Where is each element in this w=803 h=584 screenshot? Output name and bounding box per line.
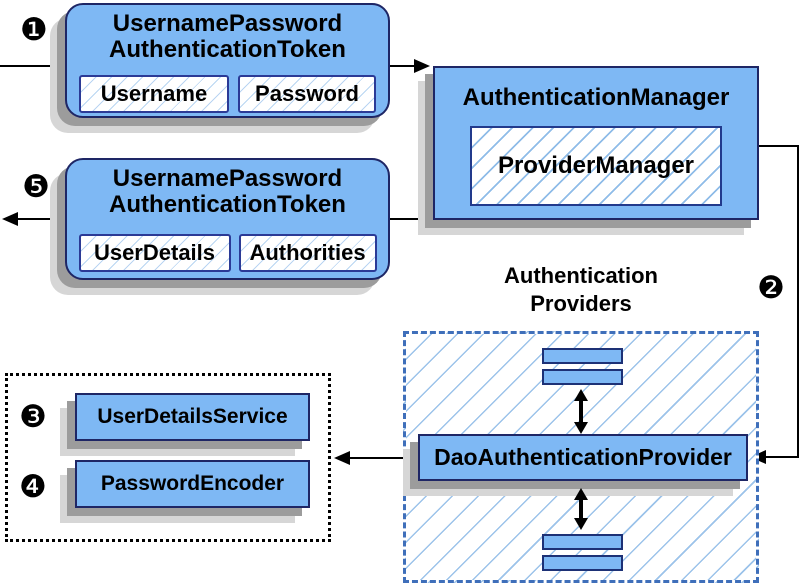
step-3-badge: ❸ <box>19 399 47 435</box>
providers-heading-line1: Authentication <box>504 263 658 288</box>
provider-placeholder-bar <box>542 534 623 550</box>
password-field-box: Password <box>238 75 376 113</box>
authentication-manager-box: AuthenticationManager ProviderManager <box>433 66 759 220</box>
double-arrow-top-down <box>574 422 588 434</box>
user-details-service-box: UserDetailsService <box>75 393 310 441</box>
services-container <box>5 373 331 542</box>
flow-line-request-out <box>388 65 416 67</box>
provider-placeholder-bar <box>542 348 623 364</box>
step-4-badge: ❹ <box>19 469 47 505</box>
authorities-field-box: Authorities <box>238 234 377 272</box>
response-token-title-line1: UsernamePassword <box>112 165 343 192</box>
password-encoder-box: PasswordEncoder <box>75 460 310 508</box>
arrowhead-into-authentication-manager <box>414 59 430 73</box>
response-token-title: UsernamePassword AuthenticationToken <box>67 160 388 218</box>
double-arrow-top-stem <box>579 398 583 425</box>
request-token-title-line2: AuthenticationToken <box>109 36 346 63</box>
username-field-box: Username <box>79 75 229 113</box>
step-5-badge: ❺ <box>22 169 50 205</box>
elbow-line-top <box>758 145 799 147</box>
response-token-fields: UserDetails Authorities <box>67 234 388 272</box>
step-2-badge: ❷ <box>757 270 785 306</box>
elbow-line-vertical <box>797 145 799 458</box>
double-arrow-top-up <box>574 389 588 401</box>
provider-manager-box: ProviderManager <box>470 126 722 206</box>
flow-line-request-in <box>0 65 64 67</box>
request-token-fields: Username Password <box>67 75 388 113</box>
request-token-title-line1: UsernamePassword <box>112 10 343 37</box>
response-token-title-line2: AuthenticationToken <box>109 191 346 218</box>
arrowhead-response-left <box>2 212 18 226</box>
dao-authentication-provider-box: DaoAuthenticationProvider <box>418 434 748 481</box>
username-password-token-response-box: UsernamePassword AuthenticationToken Use… <box>65 158 390 280</box>
provider-placeholder-bar <box>542 555 623 571</box>
provider-placeholder-bar <box>542 369 623 385</box>
double-arrow-bottom-up <box>574 488 588 500</box>
double-arrow-bottom-down <box>574 518 588 530</box>
providers-heading-line2: Providers <box>530 291 632 316</box>
line-dao-to-services <box>349 457 418 459</box>
flow-line-response-out <box>16 218 66 220</box>
double-arrow-bottom-stem <box>579 497 583 521</box>
arrowhead-into-services <box>334 451 350 465</box>
flow-line-response-in <box>388 218 434 220</box>
elbow-line-bottom <box>765 456 799 458</box>
username-password-token-request-box: UsernamePassword AuthenticationToken Use… <box>65 3 390 118</box>
request-token-title: UsernamePassword AuthenticationToken <box>67 5 388 63</box>
user-details-field-box: UserDetails <box>78 234 231 272</box>
authentication-manager-title: AuthenticationManager <box>462 84 730 111</box>
step-1-badge: ❶ <box>20 12 48 48</box>
authentication-providers-heading: Authentication Providers <box>433 262 729 318</box>
